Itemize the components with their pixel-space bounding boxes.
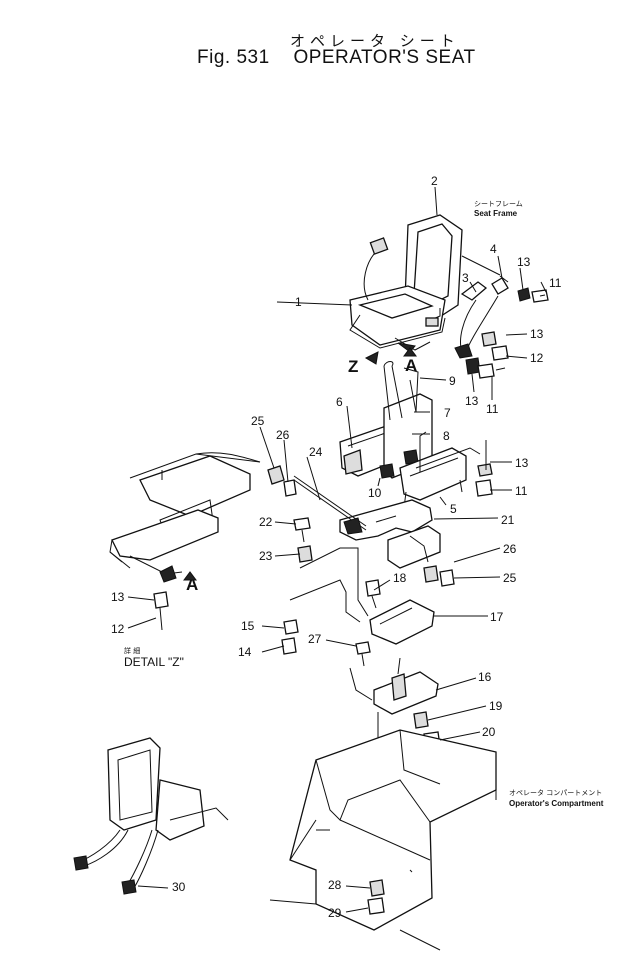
title-japanese: オペレータ シート [290,32,460,50]
view-arrow-icon [403,347,417,357]
part-number: 24 [309,445,323,459]
seat-frame-label: Seat Frame [474,209,518,218]
view-a-marker: A [405,356,417,375]
part-number: 29 [328,906,342,920]
view-arrow-icon [183,571,197,581]
part-number: 7 [444,406,451,420]
part-number: 25 [251,414,265,428]
part-number: 6 [336,395,343,409]
part-number: 28 [328,878,342,892]
part-number: 13 [465,394,479,408]
part-number: 25 [503,571,517,585]
part-number: 16 [478,670,492,684]
part-number: 5 [450,502,457,516]
part-number: 12 [111,622,125,636]
part-numbers: 1 2 3 4 5 6 7 8 9 10 11 11 11 12 12 13 1… [111,174,562,920]
part-number: 26 [503,542,517,556]
seat-frame-label-jp: シートフレーム [474,200,523,208]
operator-compartment [269,729,497,951]
part-number: 3 [462,271,469,285]
part-number: 15 [241,619,255,633]
part-number: 11 [515,484,528,498]
diagram-labels: シートフレーム Seat Frame オペレータ コンパートメント Operat… [124,200,604,808]
part-number: 12 [530,351,544,365]
figure-caption: OPERATOR'S SEAT [293,47,476,68]
part-number: 13 [530,327,544,341]
part-number: 13 [515,456,529,470]
rail-fasteners-right [475,463,493,497]
part-number: 26 [276,428,290,442]
mount-bracket [267,465,455,587]
slide-rail-brackets [339,361,481,509]
part-number: 11 [486,402,499,416]
seat-frame-rails [454,255,509,359]
part-number: 30 [172,880,186,894]
part-number: 11 [549,276,562,290]
part-number: 14 [238,645,252,659]
part-number: 2 [431,174,438,188]
view-z-marker: Z [348,357,358,376]
upper-fasteners [465,287,549,379]
part-number: 13 [111,590,125,604]
compartment-label-jp: オペレータ コンパートメント [509,788,602,797]
lower-plates [281,579,441,749]
seat-harness-view [73,737,229,895]
part-number: 8 [443,429,450,443]
part-number: 19 [489,699,503,713]
part-number: 13 [517,255,531,269]
seat-assembly [349,214,463,353]
figure-title: Fig. 531 OPERATOR'S SEAT [197,47,476,69]
part-number: 23 [259,549,273,563]
part-number: 22 [259,515,273,529]
part-number: 21 [501,513,515,527]
part-number: 9 [449,374,456,388]
part-number: 17 [490,610,504,624]
part-number: 20 [482,725,496,739]
view-arrow-icon [364,351,379,365]
part-number: 18 [393,571,407,585]
part-number: 27 [308,632,322,646]
part-number: 4 [490,242,497,256]
figure-number: Fig. 531 [197,47,270,68]
detail-label-jp: 詳 細 [124,646,140,655]
detail-z-view [109,452,261,631]
compartment-label: Operator's Compartment [509,799,604,808]
part-number: 1 [295,295,302,309]
leader-lines [127,186,547,913]
part-number: 10 [368,486,382,500]
detail-z-label: DETAIL "Z" [124,655,184,669]
